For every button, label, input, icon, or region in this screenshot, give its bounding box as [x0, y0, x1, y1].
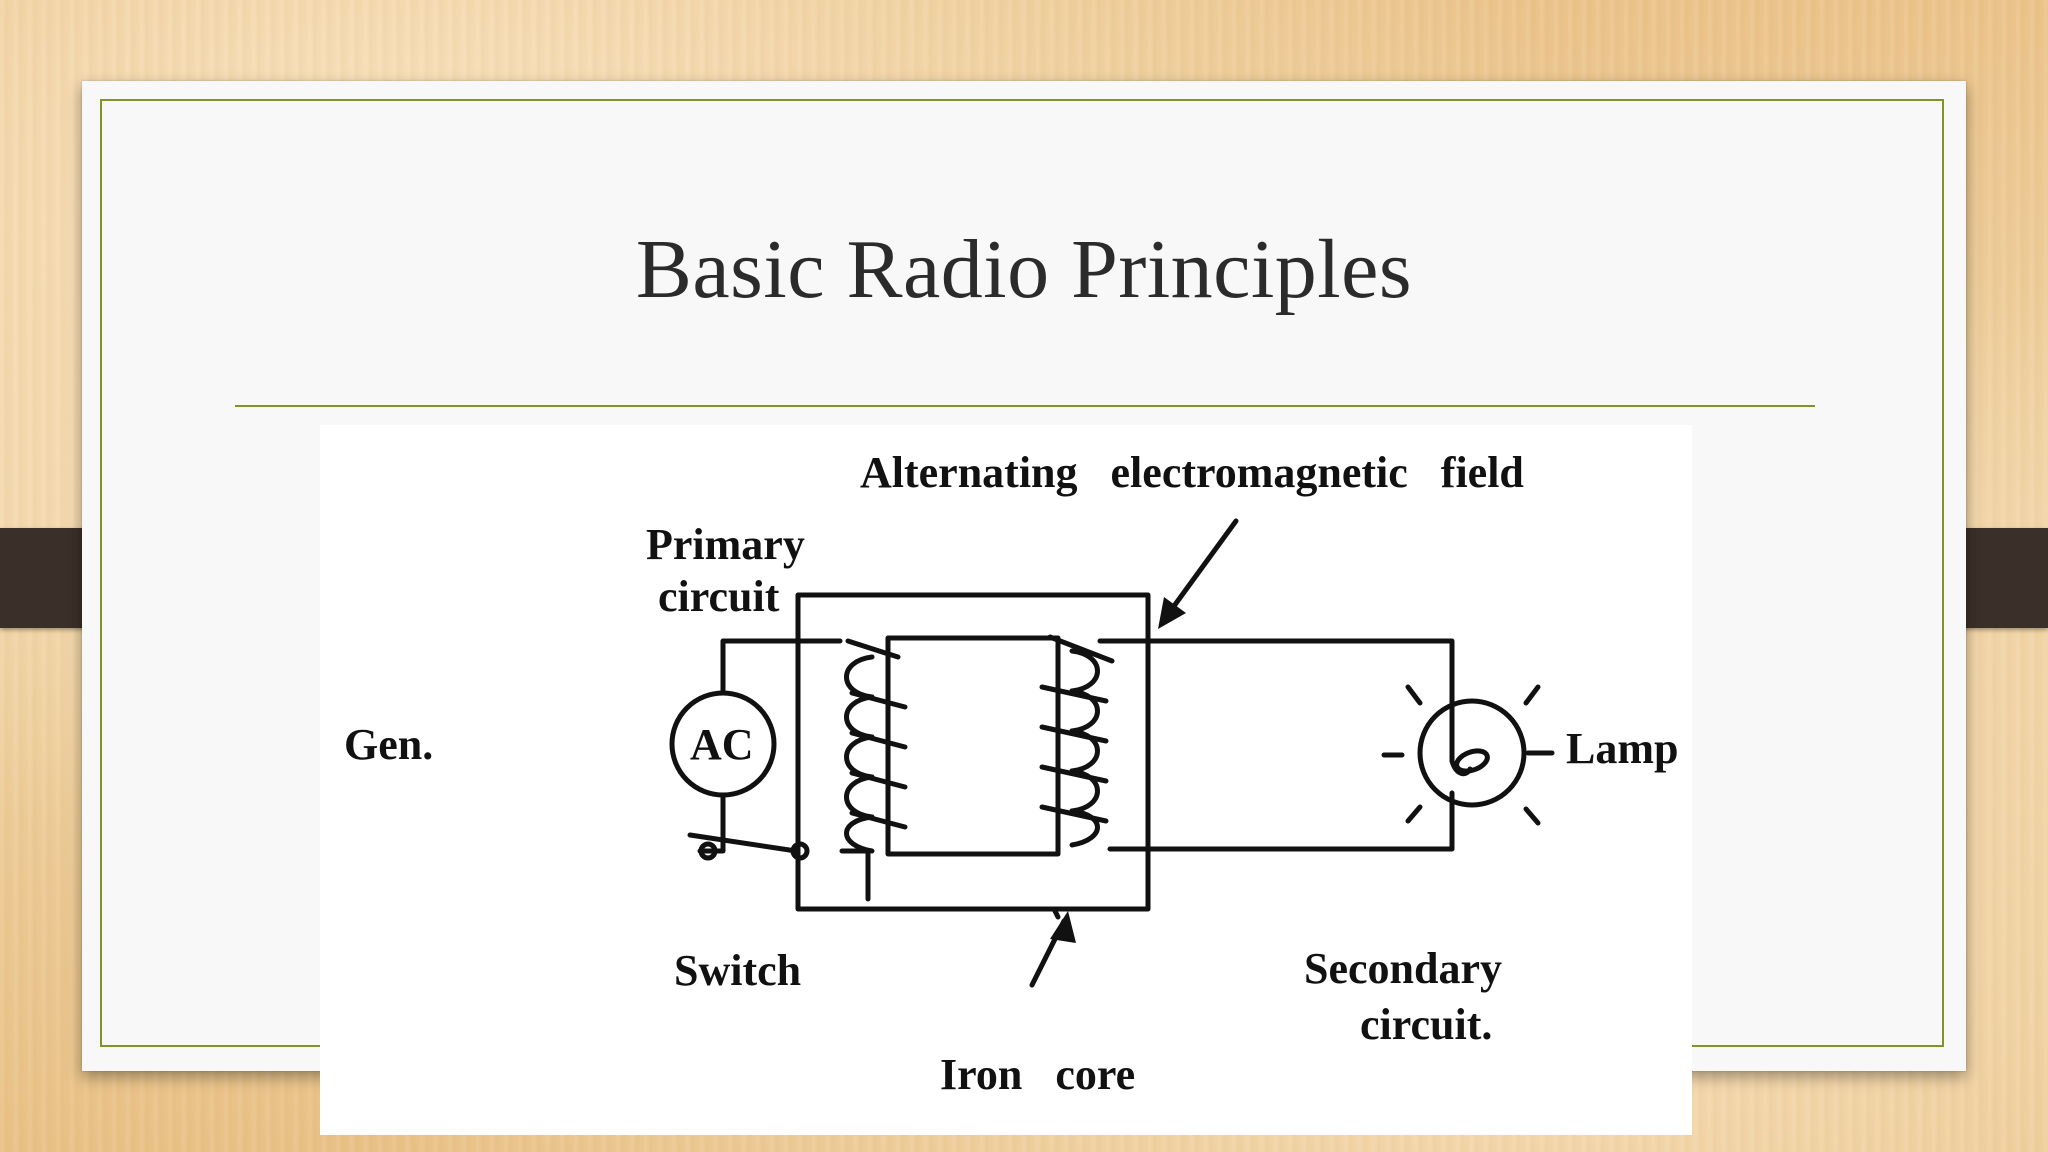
label-secondary-line2: circuit.: [1360, 1000, 1492, 1049]
field-arrow-head: [1158, 597, 1186, 629]
iron-core-inner: [885, 635, 1061, 857]
slide-title: Basic Radio Principles: [635, 223, 1413, 316]
primary-circuit-wire: [720, 638, 843, 696]
label-gen: Gen.: [344, 720, 433, 769]
primary-circuit-wire-bottom: [697, 792, 726, 854]
primary-coil: [844, 638, 908, 854]
transformer-diagram-svg: Alternating electromagnetic field Primar…: [344, 448, 1678, 1099]
label-primary-line2: circuit: [658, 572, 780, 621]
label-switch: Switch: [674, 946, 801, 995]
secondary-circuit-wire-top: [1097, 638, 1455, 764]
iron-core-outer: [795, 592, 1151, 912]
label-field: Alternating electromagnetic field: [860, 448, 1524, 497]
core-arrow-shaft: [1051, 906, 1061, 920]
switch-blade: [687, 832, 799, 854]
lamp-filament: [1454, 748, 1490, 774]
switch-to-coil-wire: [839, 848, 871, 902]
lamp-bulb: [1417, 698, 1527, 808]
label-secondary-line1: Secondary: [1304, 944, 1502, 993]
transformer-diagram: Alternating electromagnetic field Primar…: [320, 425, 1692, 1135]
label-ac: AC: [690, 720, 754, 769]
core-arrow-head: [1050, 911, 1076, 943]
title-underline: [235, 405, 1815, 407]
label-primary-line1: Primary: [646, 520, 805, 569]
label-lamp: Lamp: [1566, 724, 1678, 773]
slide: Basic Radio Principles: [82, 81, 1966, 1135]
secondary-circuit-wire-bottom: [1107, 790, 1455, 852]
secondary-coil: [1039, 634, 1115, 848]
lamp-filament-wire: [1449, 758, 1473, 777]
field-arrow-shaft: [1163, 518, 1239, 620]
label-iron-core: Iron core: [940, 1050, 1135, 1099]
ac-generator: [669, 690, 777, 798]
lamp-rays: [1381, 684, 1555, 826]
switch-contact-left: [698, 841, 718, 861]
